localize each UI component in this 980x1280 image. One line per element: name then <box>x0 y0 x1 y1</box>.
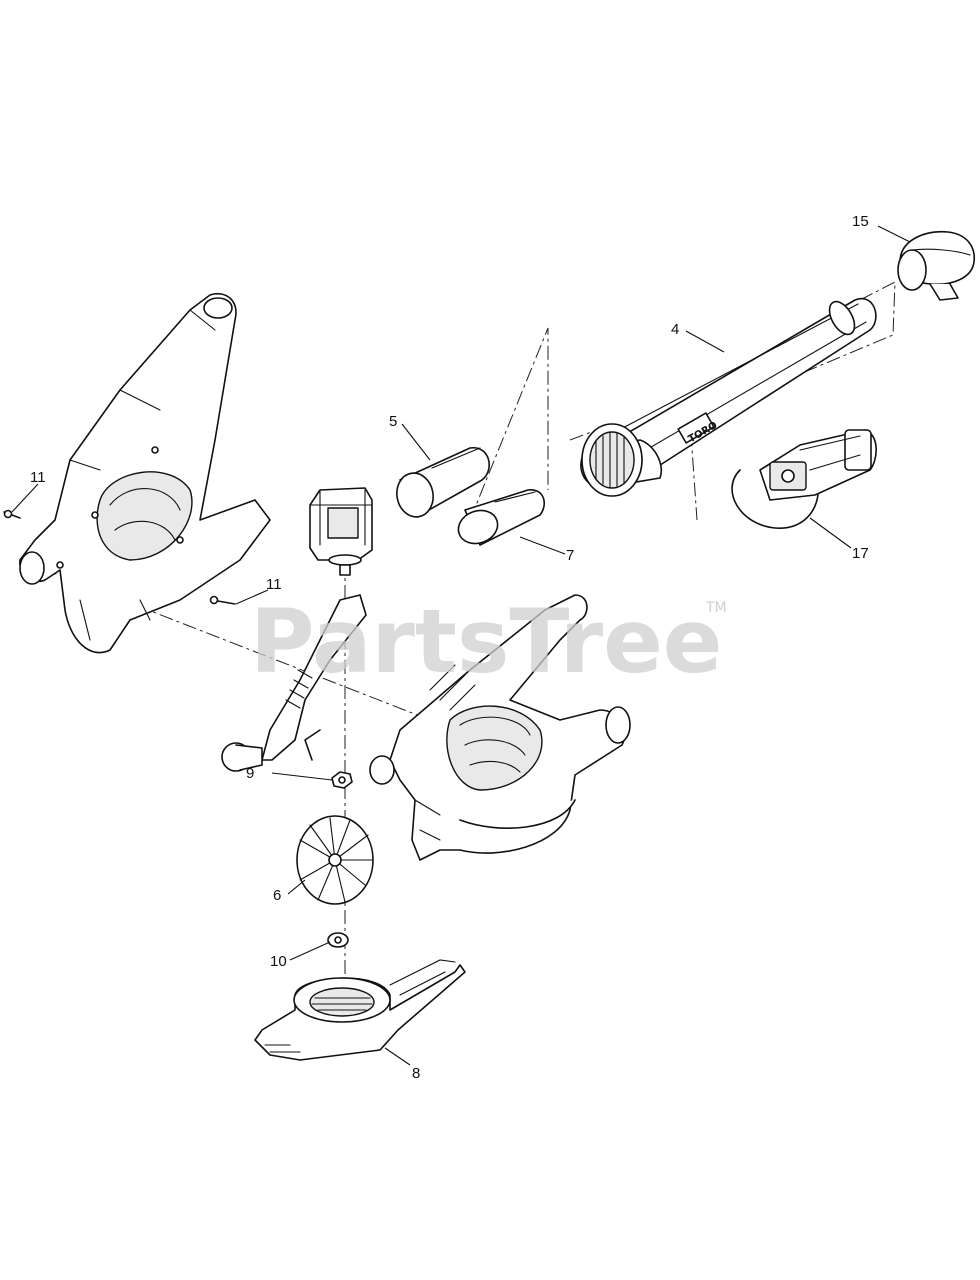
callout-4: 4 <box>671 321 679 338</box>
switch-handle-assembly <box>221 594 367 772</box>
watermark-trademark: TM <box>705 600 727 616</box>
housing-left-half <box>19 293 271 654</box>
motor-assembly <box>309 487 373 576</box>
partstree-watermark: PartsTree TM <box>250 590 727 693</box>
part-15-end-clip <box>897 230 975 301</box>
part-5-flat-nozzle <box>396 447 490 518</box>
part-10-washer <box>327 932 349 948</box>
callout-8: 8 <box>412 1065 420 1082</box>
callout-7: 7 <box>566 547 574 564</box>
callout-9: 9 <box>246 765 254 782</box>
part-11-screw-a <box>3 509 21 519</box>
callout-15: 15 <box>852 213 869 230</box>
callout-17: 17 <box>852 545 869 562</box>
housing-right-half <box>369 594 631 861</box>
callout-6: 6 <box>273 887 281 904</box>
callout-11-middle: 11 <box>266 576 282 593</box>
callout-10: 10 <box>270 953 287 970</box>
callout-11-left: 11 <box>30 469 46 486</box>
watermark-text: PartsTree <box>250 590 722 693</box>
part-4-blower-tube: TORO <box>580 297 877 497</box>
part-6-impeller <box>296 815 374 905</box>
leader-lines <box>11 225 911 1066</box>
callout-labels: 15 4 5 7 17 11 11 9 6 10 8 <box>30 213 869 1082</box>
part-8-base-cover <box>254 959 466 1061</box>
part-9-nut <box>331 771 353 789</box>
part-17-cord-retainer <box>731 429 877 529</box>
callout-5: 5 <box>389 413 397 430</box>
part-11-screw-b <box>209 595 236 605</box>
part-7-concentrator-nozzle <box>457 489 545 546</box>
